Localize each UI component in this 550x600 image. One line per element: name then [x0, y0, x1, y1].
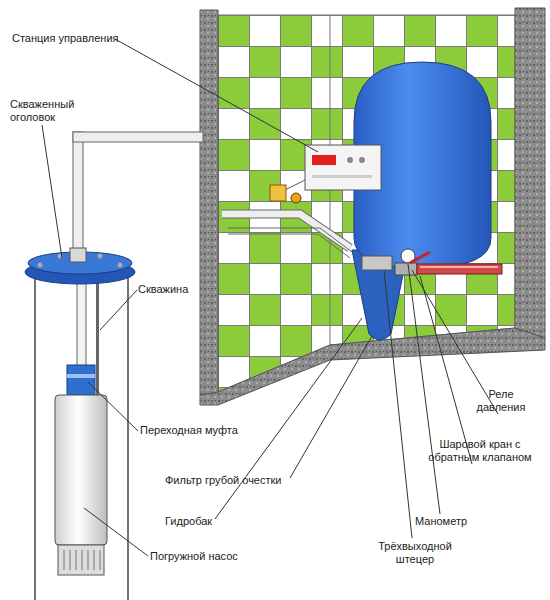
cable — [228, 234, 350, 258]
leader-line — [42, 125, 62, 258]
pipe — [222, 214, 350, 248]
switch-box — [270, 185, 286, 201]
pump-intake — [58, 545, 104, 575]
pipe — [73, 132, 203, 142]
intake-slots — [64, 550, 100, 570]
callout-label: Переходная муфта — [140, 424, 270, 437]
submersible-pump — [55, 395, 107, 545]
cable — [228, 228, 352, 252]
pipe — [222, 214, 350, 248]
pipe — [73, 132, 83, 262]
callout-label: Погружной насос — [150, 550, 270, 563]
wall-edge — [515, 8, 545, 338]
control-strip — [312, 175, 372, 178]
callout-label: Фильтр грубой очестки — [165, 474, 315, 487]
leader-line — [115, 39, 318, 152]
leader-line — [100, 290, 137, 330]
callout-label: Шаровой кран с обратным клапаном — [420, 438, 540, 464]
three-way-fitting — [362, 256, 392, 270]
coupling-band — [67, 374, 95, 378]
pipe-highlight — [420, 266, 498, 268]
control-button — [347, 157, 353, 163]
wellhead-cap — [70, 248, 86, 262]
well-cable — [96, 275, 99, 395]
leader-line — [88, 382, 138, 431]
leader-line — [84, 508, 148, 556]
drop-pipe — [77, 275, 86, 367]
bolt — [98, 254, 103, 259]
control-box — [305, 145, 381, 190]
well-casing — [127, 275, 129, 600]
leader-line — [408, 264, 440, 514]
bolt — [38, 263, 43, 268]
callout-label: Реле давления — [466, 388, 536, 414]
wall-edge — [200, 10, 218, 395]
cable — [285, 180, 305, 190]
coupling — [67, 365, 95, 395]
valve-handle — [410, 252, 430, 263]
callout-label: Станция управления — [12, 32, 142, 45]
callout-label: Скважина — [138, 283, 218, 296]
leader-line — [420, 276, 472, 464]
callout-label: Трёхвыходной штецер — [370, 540, 460, 566]
callout-label: Манометр — [415, 515, 495, 528]
callout-label: Гидробак — [165, 515, 245, 528]
control-display — [312, 155, 336, 165]
callout-label: Скваженный оголовок — [10, 98, 90, 124]
leader-line — [384, 271, 412, 538]
leader-line — [215, 318, 362, 519]
bolt — [118, 263, 123, 268]
control-button — [359, 157, 365, 163]
well-casing — [34, 275, 36, 600]
outlet-pipe — [417, 264, 502, 274]
socket — [291, 193, 301, 203]
leader-line — [290, 336, 372, 478]
